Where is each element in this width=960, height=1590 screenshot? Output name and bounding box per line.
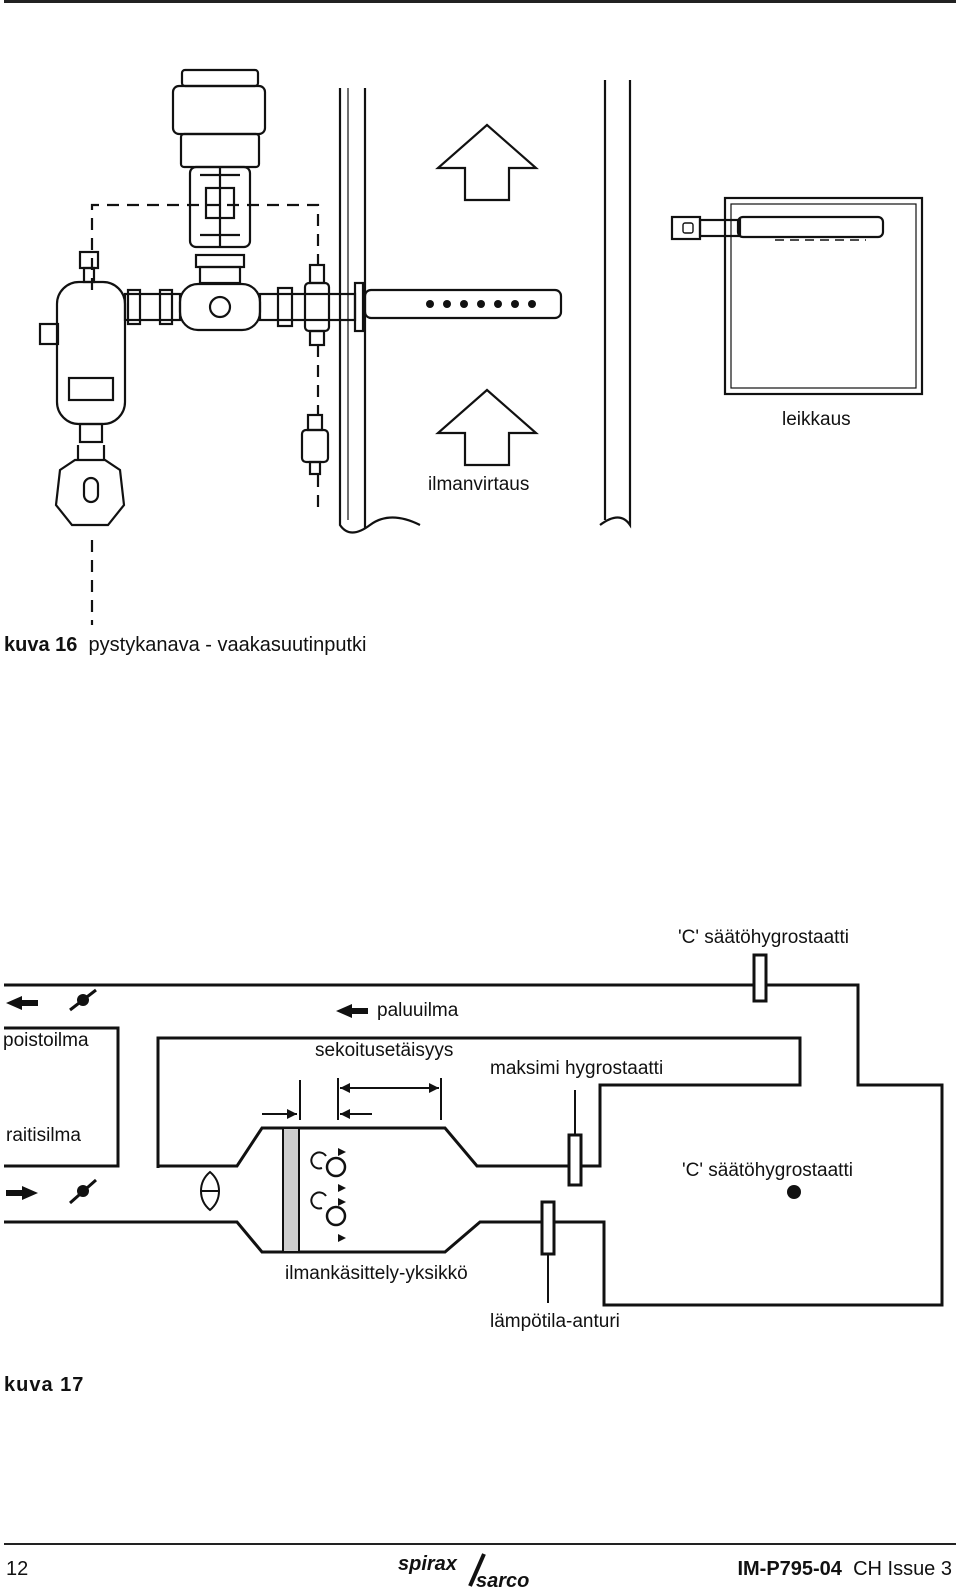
figure-17-caption: kuva 17 — [4, 1374, 84, 1397]
room-hygrostat-dot — [787, 1185, 801, 1199]
return-duct-inner — [156, 1036, 802, 1168]
fresh-air-label: raitisilma — [6, 1125, 81, 1146]
duct-wall-left — [338, 88, 421, 534]
section-box — [723, 196, 924, 396]
exhaust-air-label: poistoilma — [3, 1030, 89, 1051]
airflow-arrow-top — [435, 123, 539, 202]
ahu-label: ilmankäsittely-yksikkö — [285, 1263, 468, 1284]
document-issue: CH Issue 3 — [853, 1558, 952, 1580]
top-rule — [4, 0, 956, 3]
document-id: IM-P795-04 CH Issue 3 — [737, 1558, 952, 1581]
return-air-label: paluuilma — [377, 1000, 459, 1021]
fresh-air-arrow-icon — [6, 1186, 38, 1200]
figure-16-drawing — [38, 68, 924, 625]
mixing-distance-label: sekoitusetäisyys — [315, 1040, 454, 1061]
c-hygrostat-room-label: 'C' säätöhygrostaatti — [682, 1160, 853, 1181]
figure-16-number: kuva 16 — [4, 634, 78, 656]
fan-icon — [200, 1170, 220, 1212]
return-air-arrow-icon — [336, 1004, 368, 1018]
section-nozzle — [736, 215, 885, 239]
airflow-label: ilmanvirtaus — [428, 474, 530, 495]
figure-16-title: pystykanava - vaakasuutinputki — [88, 634, 367, 656]
temp-sensor — [540, 1200, 556, 1256]
dashed-impulse-line-top — [90, 203, 320, 290]
exhaust-fresh-divider — [4, 1026, 120, 1168]
c-hygrostat-duct-sensor — [752, 953, 768, 1003]
max-hygrostat-sensor — [567, 1133, 583, 1187]
temp-sensor-label: lämpötila-anturi — [490, 1311, 620, 1332]
figure-17-drawing — [4, 953, 944, 1307]
logo-top-text: spirax — [398, 1553, 458, 1575]
airflow-arrow-bottom — [435, 388, 539, 467]
page-number: 12 — [6, 1558, 29, 1580]
figure-17-number: kuva 17 — [4, 1374, 85, 1396]
nozzle-tube — [363, 288, 563, 320]
document-code: IM-P795-04 — [737, 1558, 842, 1580]
duct-wall-right — [599, 80, 632, 529]
spirax-sarco-logo: spirax sarco — [398, 1553, 529, 1590]
ahu-filter — [282, 1127, 300, 1253]
steam-trap — [54, 458, 126, 527]
max-hygrostat-label: maksimi hygrostaatti — [490, 1058, 664, 1079]
section-label: leikkaus — [782, 409, 851, 430]
c-hygrostat-top-label: 'C' säätöhygrostaatti — [678, 927, 849, 948]
supply-duct-outline — [4, 983, 944, 1307]
figure-16-caption: kuva 16 pystykanava - vaakasuutinputki — [4, 634, 366, 657]
exhaust-arrow-icon — [6, 996, 38, 1010]
footer-rule — [4, 1543, 956, 1545]
logo-bottom-text: sarco — [476, 1570, 529, 1590]
